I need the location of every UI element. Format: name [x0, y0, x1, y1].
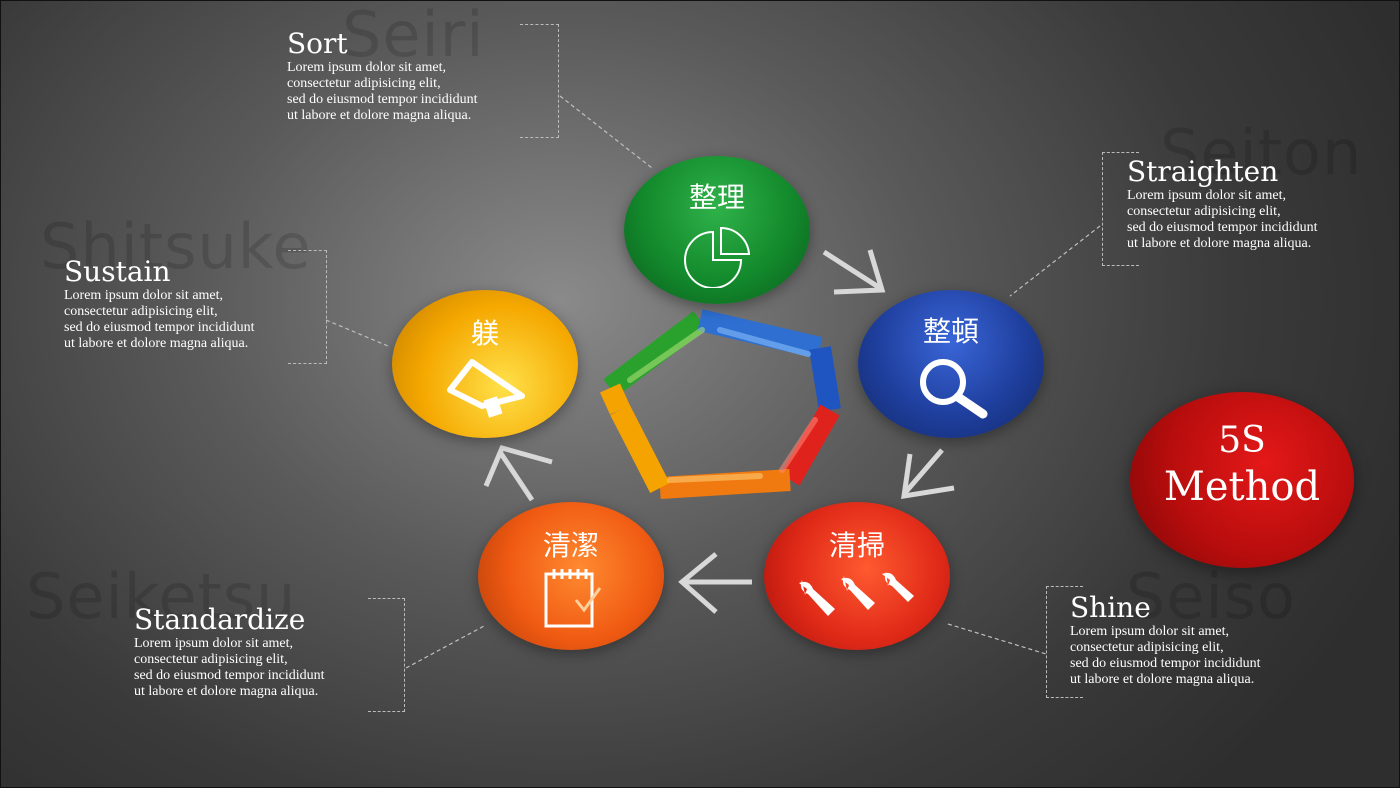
standardize-bracket — [368, 598, 405, 712]
step-title: Sort — [287, 27, 348, 60]
step-title: Straighten — [1127, 155, 1279, 188]
kanji-label: 清掃 — [828, 529, 885, 562]
method-title-line1: 5S — [1218, 420, 1266, 461]
body-line: sed do eiusmod tempor incididunt — [1127, 220, 1318, 235]
kanji-label: 整理 — [688, 181, 745, 214]
shine-bracket — [1046, 586, 1083, 698]
wrench-icon — [799, 572, 914, 616]
body-line: sed do eiusmod tempor incididunt — [287, 92, 478, 107]
step-title: Sustain — [64, 255, 171, 288]
ghost-word-seiketsu: Seiketsu — [26, 560, 297, 633]
body-line: ut labore et dolore magna aliqua. — [134, 684, 319, 699]
pentagon-ribbon — [599, 309, 841, 499]
body-line: sed do eiusmod tempor incididunt — [64, 320, 255, 335]
body-line: sed do eiusmod tempor incididunt — [134, 668, 325, 683]
body-line: Lorem ipsum dolor sit amet, — [134, 636, 294, 651]
body-line: consectetur adipisicing elit, — [1127, 204, 1281, 219]
kanji-label: 整頓 — [922, 315, 979, 348]
kanji-label: 清潔 — [542, 529, 599, 562]
step-sort-text: Sort Lorem ipsum dolor sit amet, consect… — [287, 28, 478, 124]
body-line: ut labore et dolore magna aliqua. — [64, 336, 249, 351]
body-line: Lorem ipsum dolor sit amet, — [287, 60, 447, 75]
circle-standardize: 清潔 — [478, 502, 664, 650]
ghost-word-seiso: Seiso — [1126, 560, 1296, 633]
body-line: consectetur adipisicing elit, — [1070, 640, 1224, 655]
body-line: sed do eiusmod tempor incididunt — [1070, 656, 1261, 671]
step-standardize-text: Standardize Lorem ipsum dolor sit amet, … — [134, 604, 325, 700]
magnifier-icon — [920, 359, 988, 419]
step-title: Standardize — [134, 603, 306, 636]
ghost-word-seiton: Seiton — [1160, 116, 1363, 189]
circle-straighten: 整頓 — [858, 290, 1044, 438]
ghost-word-shitsuke: Shitsuke — [40, 210, 312, 283]
megaphone-icon — [447, 359, 525, 418]
straighten-bracket — [1102, 152, 1139, 266]
body-line: ut labore et dolore magna aliqua. — [1070, 672, 1255, 687]
body-line: Lorem ipsum dolor sit amet, — [64, 288, 224, 303]
step-title: Shine — [1070, 591, 1151, 624]
body-line: consectetur adipisicing elit, — [134, 652, 288, 667]
step-shine-text: Shine Lorem ipsum dolor sit amet, consec… — [1070, 592, 1261, 688]
circle-shine: 清掃 — [764, 502, 950, 650]
body-line: Lorem ipsum dolor sit amet, — [1127, 188, 1287, 203]
pie-chart-icon — [684, 226, 751, 288]
sustain-bracket — [288, 250, 327, 364]
checklist-icon — [544, 569, 602, 628]
step-sustain-text: Sustain Lorem ipsum dolor sit amet, cons… — [64, 256, 255, 352]
ghost-word-seiri: Seiri — [342, 0, 485, 71]
body-line: ut labore et dolore magna aliqua. — [287, 108, 472, 123]
body-line: consectetur adipisicing elit, — [64, 304, 218, 319]
body-line: ut labore et dolore magna aliqua. — [1127, 236, 1312, 251]
method-title-line2: Method — [1163, 464, 1321, 510]
kanji-label: 躾 — [470, 317, 499, 350]
body-line: consectetur adipisicing elit, — [287, 76, 441, 91]
step-straighten-text: Straighten Lorem ipsum dolor sit amet, c… — [1127, 156, 1318, 252]
circle-sustain: 躾 — [392, 290, 578, 438]
method-badge: 5S Method — [1130, 392, 1354, 568]
sort-bracket — [520, 24, 559, 138]
body-line: Lorem ipsum dolor sit amet, — [1070, 624, 1230, 639]
circle-sort: 整理 — [624, 156, 810, 304]
